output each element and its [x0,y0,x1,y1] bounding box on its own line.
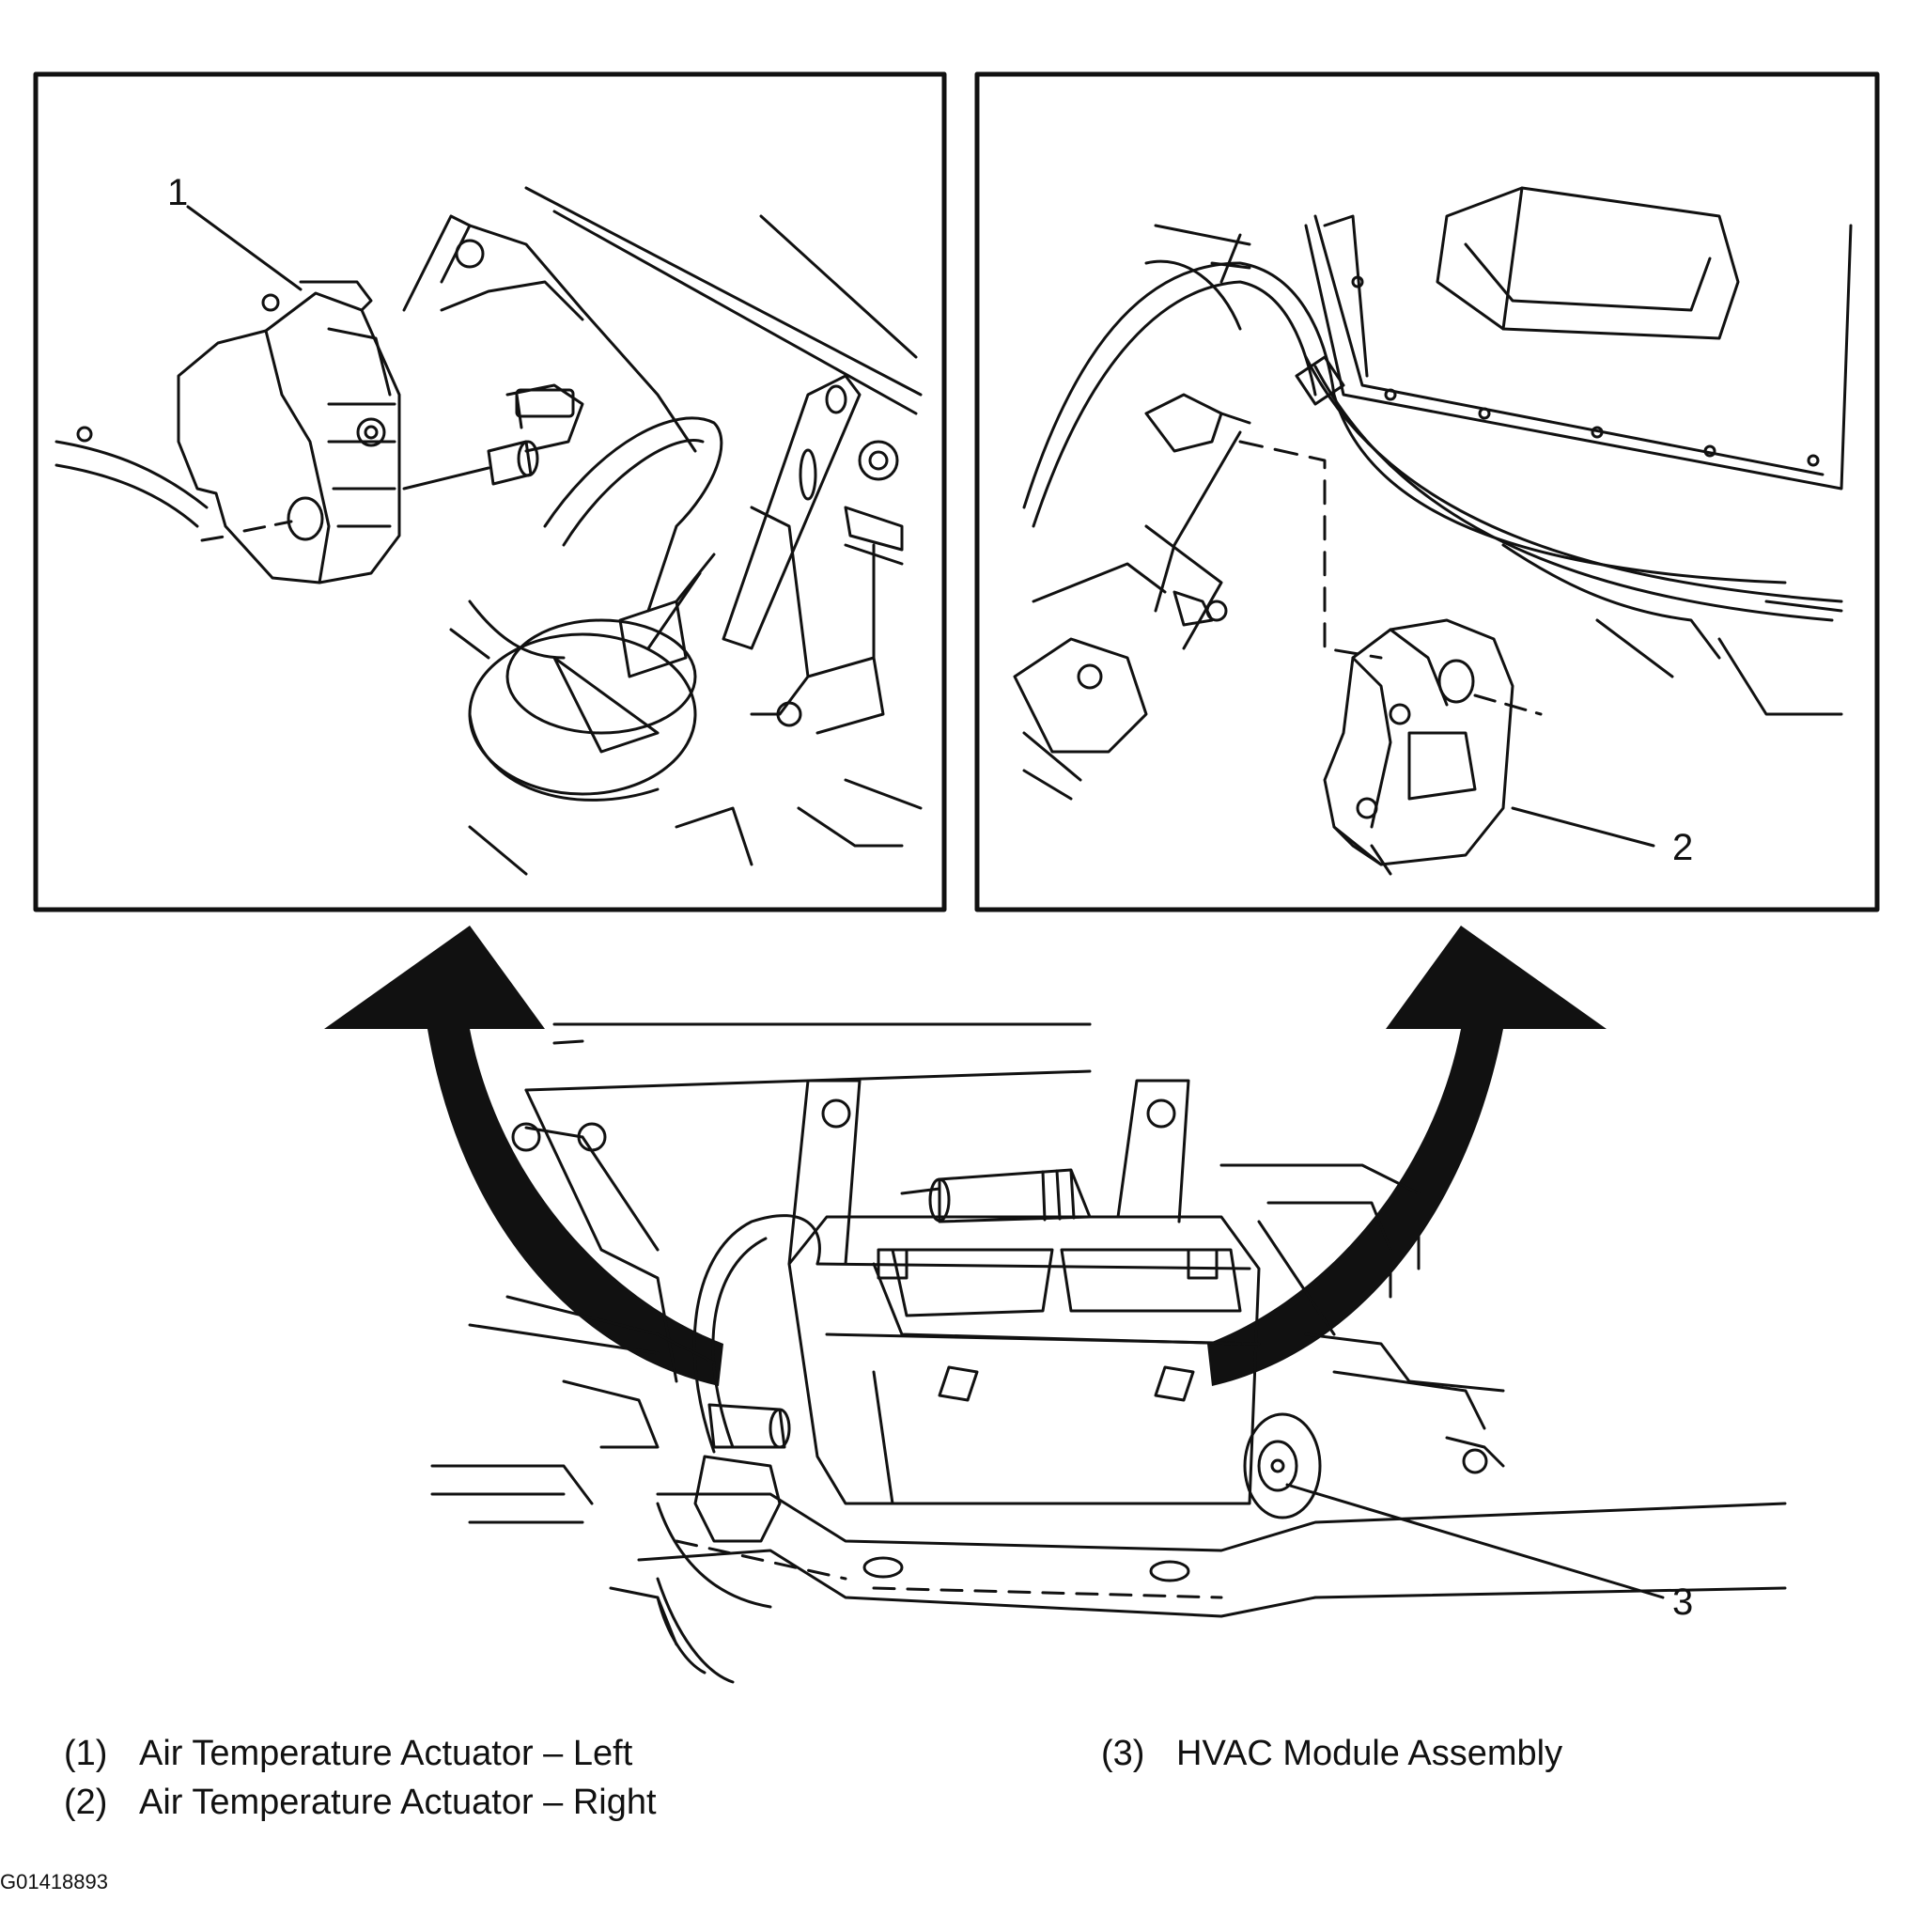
legend-item-1: (1) Air Temperature Actuator – Left [64,1729,657,1778]
legend-item-2-label: Air Temperature Actuator – Right [139,1783,657,1822]
legend-item-1-label: Air Temperature Actuator – Left [139,1734,633,1773]
legend-item-2-number: (2) [64,1783,108,1822]
legend-item-3: (3) HVAC Module Assembly [1101,1729,1562,1778]
right-curved-arrow [1207,926,1607,1386]
left-curved-arrow [324,926,723,1386]
left-inset-panel [33,71,947,912]
legend-left-column: (1) Air Temperature Actuator – Left (2) Ai… [64,1729,657,1827]
callout-3: 3 [1672,1581,1693,1623]
callout-1: 1 [167,172,188,213]
right-inset-panel [974,71,1880,912]
callout-2: 2 [1672,827,1693,868]
legend-right-column: (3) HVAC Module Assembly [1101,1729,1562,1778]
legend-item-3-number: (3) [1101,1734,1145,1773]
right-housing-illustration [1013,186,1853,801]
hvac-module-illustration [430,1022,1787,1684]
legend-item-2: (2) Air Temperature Actuator – Right [64,1778,657,1827]
left-actuator-illustration [54,205,539,584]
legend-item-3-label: HVAC Module Assembly [1176,1734,1563,1773]
right-actuator-illustration [1238,440,1655,876]
legend-item-1-number: (1) [64,1734,108,1773]
left-housing-illustration [402,186,923,876]
figure-id: G01418893 [0,1870,108,1893]
